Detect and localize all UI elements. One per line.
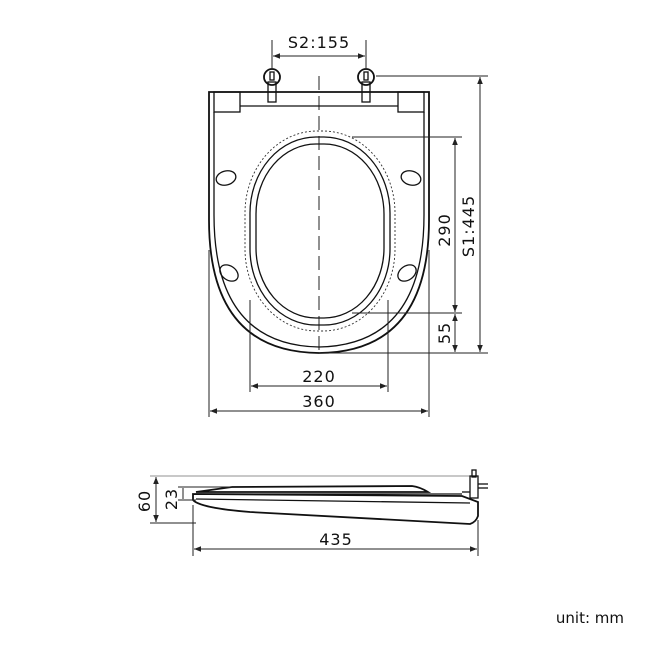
left-hinge: [263, 68, 281, 103]
total-height-label: 60: [135, 490, 154, 512]
front-rim-label: 55: [435, 322, 454, 344]
hinge-spacing-label: S2:155: [288, 33, 350, 52]
opening-inner: [255, 143, 385, 319]
bumper-bottom-right: [397, 264, 417, 282]
total-length-label: 435: [319, 530, 353, 549]
side-view: 23 60 435: [135, 469, 488, 556]
bumper-top-left: [215, 170, 237, 186]
unit-note: unit: mm: [555, 609, 624, 627]
side-hinge: [462, 469, 488, 499]
side-seat: [192, 493, 479, 525]
lid-thickness-label: 23: [162, 488, 181, 510]
opening-dotted-outline: [244, 130, 396, 332]
top-view: S2:155 S1:445 290 55 220 360: [208, 33, 488, 417]
side-lid: [195, 485, 432, 493]
bumper-bottom-left: [219, 264, 239, 282]
left-back-tab: [213, 91, 241, 113]
seat-length-label: S1:445: [459, 195, 478, 257]
seat-width-label: 360: [302, 392, 336, 411]
opening-length-label: 290: [435, 213, 454, 247]
opening-width-label: 220: [302, 367, 336, 386]
right-hinge: [357, 68, 375, 103]
opening-outer: [249, 136, 391, 326]
bumper-top-right: [400, 170, 422, 186]
right-back-tab: [397, 91, 425, 113]
